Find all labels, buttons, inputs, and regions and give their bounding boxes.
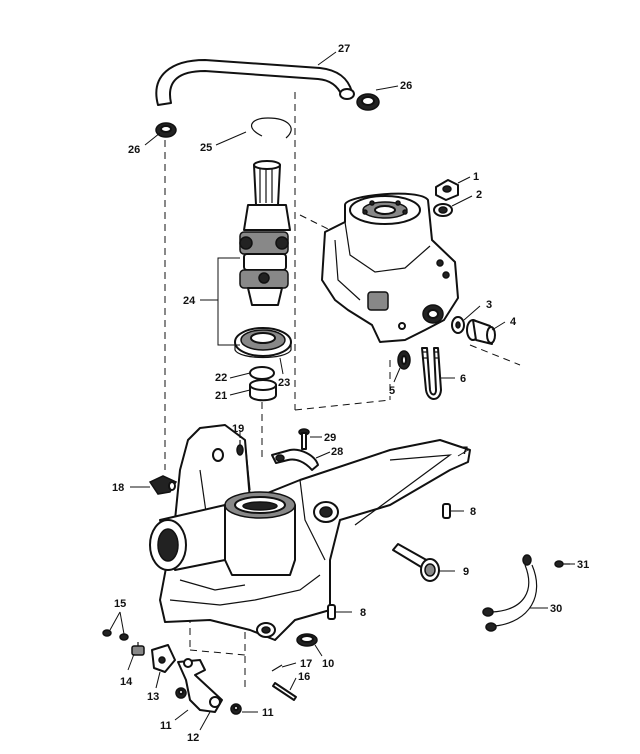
callout-14: 14 (120, 676, 133, 688)
callout-8-upper: 8 (470, 506, 476, 518)
callout-9: 9 (463, 566, 469, 578)
elbow-fitting (148, 475, 178, 495)
callout-25: 25 (200, 142, 212, 154)
callout-15: 15 (114, 598, 126, 610)
bracket-arm (177, 658, 223, 713)
callout-18: 18 (112, 482, 124, 494)
bearing-clamp (271, 448, 319, 471)
drive-shaft-assembly (239, 160, 291, 306)
ground-screw (554, 560, 570, 568)
flat-washer (451, 316, 465, 334)
hose-clamp-left (155, 122, 177, 138)
callout-27: 27 (338, 43, 350, 55)
lock-washer (433, 203, 453, 217)
bearing (234, 327, 292, 359)
callout-8-lower: 8 (360, 607, 366, 619)
callout-22: 22 (215, 372, 227, 384)
callout-1: 1 (473, 171, 479, 183)
grease-fitting (236, 440, 244, 456)
callout-29: 29 (324, 432, 336, 444)
callout-16: 16 (298, 671, 310, 683)
callout-12: 12 (187, 732, 199, 744)
callout-4: 4 (510, 316, 517, 328)
callout-28: 28 (331, 446, 343, 458)
callout-11-left: 11 (160, 720, 172, 732)
callout-24: 24 (183, 295, 196, 307)
callout-3: 3 (486, 299, 492, 311)
callout-17: 17 (300, 658, 312, 670)
callout-11-right: 11 (262, 707, 274, 719)
hex-nut (435, 179, 459, 201)
dowel-pin-upper (442, 503, 451, 519)
callout-2: 2 (476, 189, 482, 201)
bushing-small-right (230, 703, 242, 715)
callout-13: 13 (147, 691, 159, 703)
bracket-housing (149, 424, 471, 641)
callout-5: 5 (389, 385, 395, 397)
spring-washer (397, 350, 411, 370)
cotter-clip (271, 664, 283, 672)
snap-ring (251, 117, 292, 139)
callout-19: 19 (232, 423, 244, 435)
gear-housing (321, 192, 459, 343)
leader-lines (109, 51, 575, 731)
clevis-pin (272, 682, 297, 701)
callout-labels: 1 2 3 4 5 6 7 8 8 9 10 11 11 12 13 14 15… (112, 43, 589, 744)
callout-21: 21 (215, 390, 227, 402)
bushing-small-left (175, 687, 187, 699)
spacer-ring (249, 379, 277, 402)
o-ring (249, 366, 275, 380)
callout-30: 30 (550, 603, 562, 615)
screws-pair (102, 629, 129, 641)
u-bolt (421, 347, 442, 400)
elbow-nipple (131, 642, 145, 656)
hose-clamp-right (356, 93, 380, 111)
callout-6: 6 (460, 373, 466, 385)
callout-10: 10 (322, 658, 334, 670)
pivot-shaft (392, 543, 440, 582)
dowel-pin-lower (327, 604, 336, 620)
callout-26-left: 26 (128, 144, 140, 156)
callout-26-right: 26 (400, 80, 412, 92)
trim-block (151, 644, 176, 673)
hose (155, 59, 355, 106)
callout-23: 23 (278, 377, 290, 389)
pivot-pin (466, 319, 496, 345)
ground-wire (482, 554, 538, 632)
bushing (296, 633, 318, 647)
cap-screw (298, 428, 310, 450)
callout-7: 7 (462, 445, 468, 457)
callout-31: 31 (577, 559, 589, 571)
